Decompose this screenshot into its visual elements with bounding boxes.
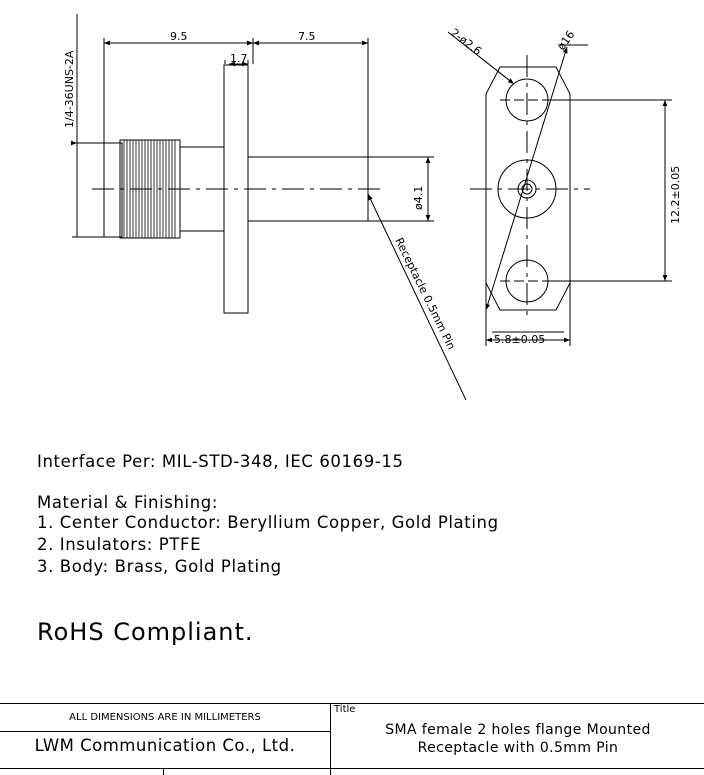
dim-length-a: 9.5: [170, 30, 188, 43]
dim-thread: 1/4-36UNS-2A: [63, 50, 76, 128]
technical-drawing: 1/4-36UNS-2A 9.5 7.5 1.7 ø4.1 Receptacle…: [63, 14, 682, 401]
title-block: ALL DIMENSIONS ARE IN MILLIMETERS LWM Co…: [0, 703, 704, 775]
side-view: [72, 14, 467, 401]
company-name: LWM Communication Co., Ltd.: [34, 736, 296, 755]
rohs-note: RoHS Compliant.: [37, 618, 254, 646]
dim-flange-thickness: 1.7: [230, 52, 248, 65]
material-heading: Material & Finishing:: [37, 493, 219, 512]
front-view: [447, 31, 672, 346]
units-note: ALL DIMENSIONS ARE IN MILLIMETERS: [69, 712, 261, 723]
material-item-2: 2. Insulators: PTFE: [37, 535, 202, 554]
interface-note: Interface Per: MIL-STD-348, IEC 60169-15: [37, 452, 404, 471]
dim-hole-callout: 2-ø2.6: [448, 26, 484, 58]
dim-length-b: 7.5: [298, 30, 316, 43]
dim-circle-diameter: ø16: [555, 28, 578, 52]
product-title-line-1: SMA female 2 holes flange Mounted: [385, 722, 651, 738]
title-block-lines: [0, 703, 704, 775]
dim-pin-diameter: ø4.1: [412, 186, 425, 210]
connector-rear-lip: [103, 142, 123, 238]
dim-hole-spacing: 12.2±0.05: [669, 166, 682, 224]
dim-receptacle-note: Receptacle 0.5mm Pin: [392, 236, 458, 352]
material-item-1: 1. Center Conductor: Beryllium Copper, G…: [37, 513, 499, 532]
title-label: Title: [334, 704, 356, 715]
dim-flange-width: 5.8±0.05: [494, 333, 545, 346]
product-title-line-2: Receptacle with 0.5mm Pin: [417, 740, 619, 756]
receptacle-leader: [367, 193, 467, 401]
material-item-3: 3. Body: Brass, Gold Plating: [37, 557, 282, 576]
